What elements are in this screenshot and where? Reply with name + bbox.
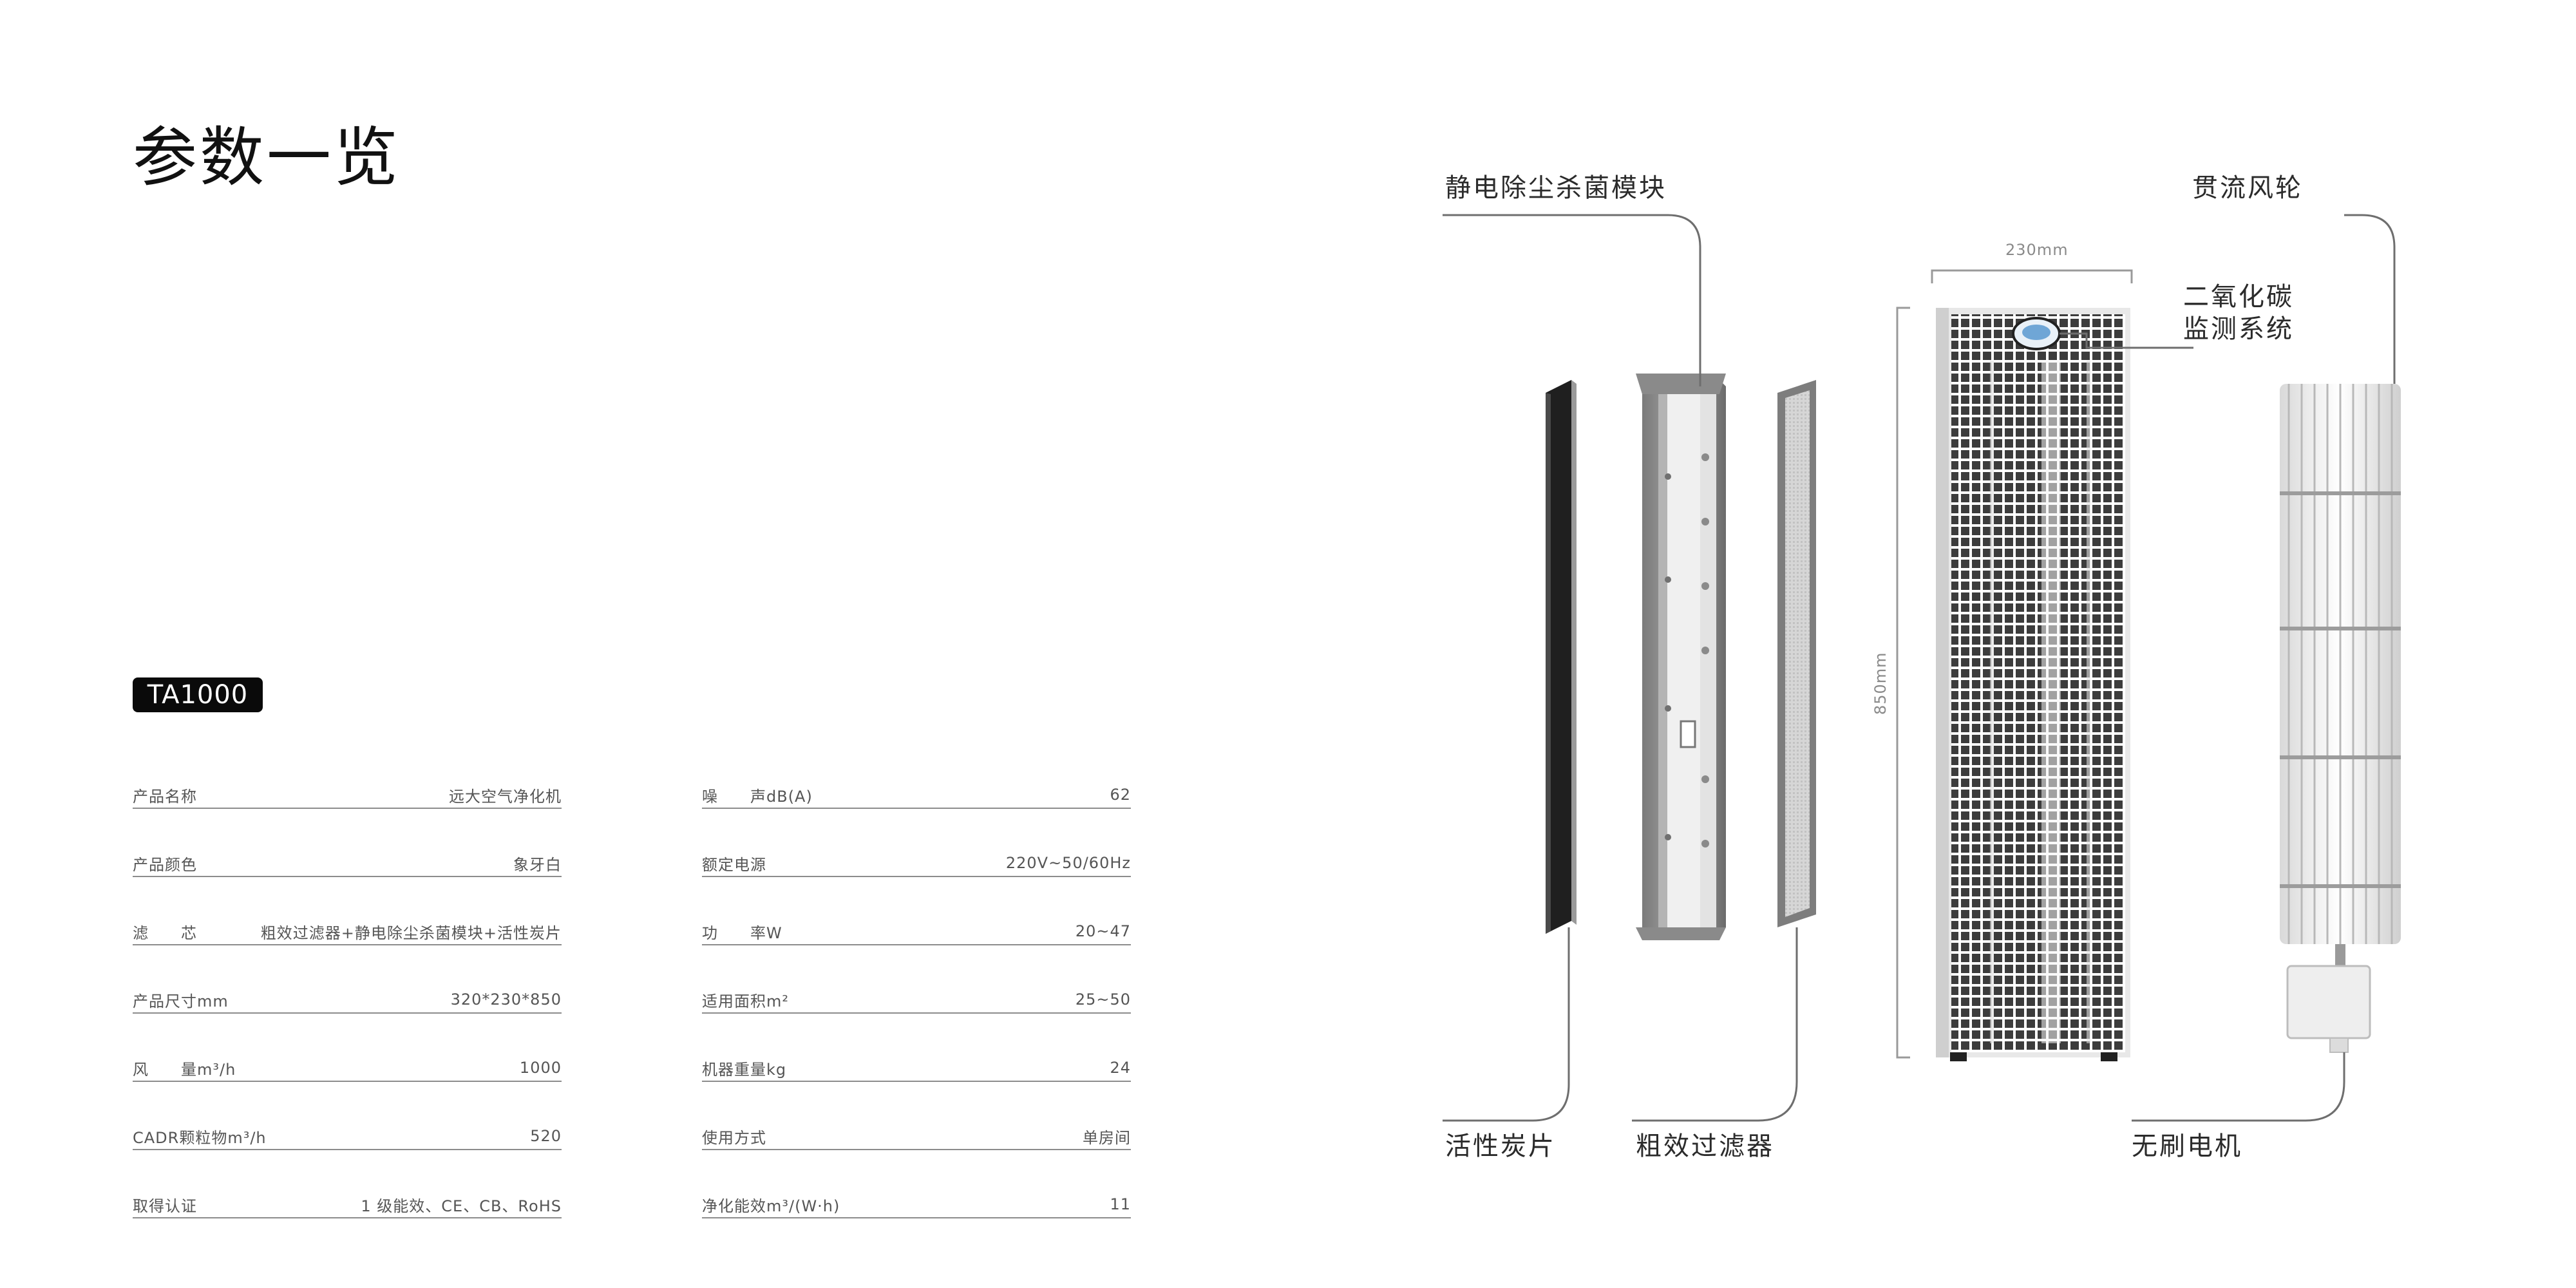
spec-key: 产品尺寸mm: [133, 992, 229, 1010]
callout-co2-line2: 监测系统: [2183, 314, 2294, 344]
spec-key: 取得认证: [133, 1197, 197, 1215]
spec-value: 220V~50/60Hz: [1005, 854, 1131, 872]
callout-electrostatic-module: 静电除尘杀菌模块: [1445, 173, 1667, 203]
spec-value: 11: [1110, 1195, 1131, 1213]
spec-row: 产品尺寸mm 320*230*850: [133, 971, 562, 1039]
page-title: 参数一览: [133, 120, 401, 195]
activated-carbon-panel: [1546, 380, 1577, 934]
dimension-height-label: 850mm: [1871, 652, 1889, 715]
model-badge: TA1000: [133, 677, 263, 712]
callout-brushless-motor: 无刷电机: [2132, 1132, 2242, 1161]
spec-row: 产品名称 远大空气净化机: [133, 766, 562, 835]
spec-row: 机器重量kg 24: [702, 1039, 1131, 1108]
spec-row: 适用面积m² 25~50: [702, 971, 1131, 1039]
spec-row: 使用方式 单房间: [702, 1108, 1131, 1176]
spec-value: 20~47: [1075, 922, 1131, 940]
crossflow-fan: [2280, 384, 2401, 1053]
spec-key: 风 量m³/h: [133, 1060, 236, 1079]
callout-co2-line1: 二氧化碳: [2183, 282, 2294, 312]
callout-coarse-filter: 粗效过滤器: [1636, 1132, 1774, 1161]
electrostatic-module: [1636, 374, 1726, 940]
spec-value: 粗效过滤器+静电除尘杀菌模块+活性炭片: [260, 923, 562, 942]
dimension-width-label: 230mm: [2005, 241, 2069, 259]
callout-crossflow-fan: 贯流风轮: [2192, 173, 2303, 203]
spec-row: 净化能效m³/(W·h) 11: [702, 1176, 1131, 1244]
spec-key: 使用方式: [702, 1128, 766, 1147]
spec-key: 机器重量kg: [702, 1060, 787, 1079]
spec-row: CADR颗粒物m³/h 520: [133, 1108, 562, 1176]
spec-key: 适用面积m²: [702, 992, 789, 1010]
spec-value: 320*230*850: [450, 990, 562, 1009]
spec-value: 1 级能效、CE、CB、RoHS: [361, 1197, 562, 1215]
spec-value: 24: [1110, 1059, 1131, 1077]
callout-activated-carbon: 活性炭片: [1445, 1132, 1556, 1161]
spec-row: 取得认证 1 级能效、CE、CB、RoHS: [133, 1176, 562, 1244]
spec-value: 单房间: [1083, 1128, 1131, 1147]
spec-key: 功 率W: [702, 923, 782, 942]
callout-co2-monitor: 二氧化碳 监测系统: [2183, 281, 2294, 345]
spec-key: CADR颗粒物m³/h: [133, 1128, 267, 1147]
spec-value: 520: [530, 1127, 562, 1145]
leader-lines: [1443, 214, 2396, 1122]
spec-row: 噪 声dB(A) 62: [702, 766, 1131, 835]
spec-key: 额定电源: [702, 855, 766, 874]
spec-value: 远大空气净化机: [449, 787, 562, 806]
purifier-unit: [1936, 308, 2130, 1061]
spec-value: 25~50: [1075, 990, 1131, 1009]
spec-key: 噪 声dB(A): [702, 787, 813, 806]
spec-row: 额定电源 220V~50/60Hz: [702, 835, 1131, 903]
spec-value: 1000: [519, 1059, 562, 1077]
dimension-lines: [1896, 269, 2133, 1059]
spec-value: 象牙白: [513, 855, 562, 874]
coarse-filter: [1777, 380, 1816, 927]
spec-row: 功 率W 20~47: [702, 903, 1131, 971]
spec-row: 产品颜色 象牙白: [133, 835, 562, 903]
spec-key: 滤 芯: [133, 923, 197, 942]
spec-key: 产品颜色: [133, 855, 197, 874]
spec-key: 净化能效m³/(W·h): [702, 1197, 840, 1215]
spec-table-left: 产品名称 远大空气净化机 产品颜色 象牙白 滤 芯 粗效过滤器+静电除尘杀菌模块+活性…: [133, 766, 562, 1244]
spec-row: 风 量m³/h 1000: [133, 1039, 562, 1108]
spec-key: 产品名称: [133, 787, 197, 806]
spec-table-right: 噪 声dB(A) 62 额定电源 220V~50/60Hz 功 率W 20~47 适用…: [702, 766, 1131, 1244]
spec-row: 滤 芯 粗效过滤器+静电除尘杀菌模块+活性炭片: [133, 903, 562, 971]
spec-value: 62: [1110, 786, 1131, 804]
